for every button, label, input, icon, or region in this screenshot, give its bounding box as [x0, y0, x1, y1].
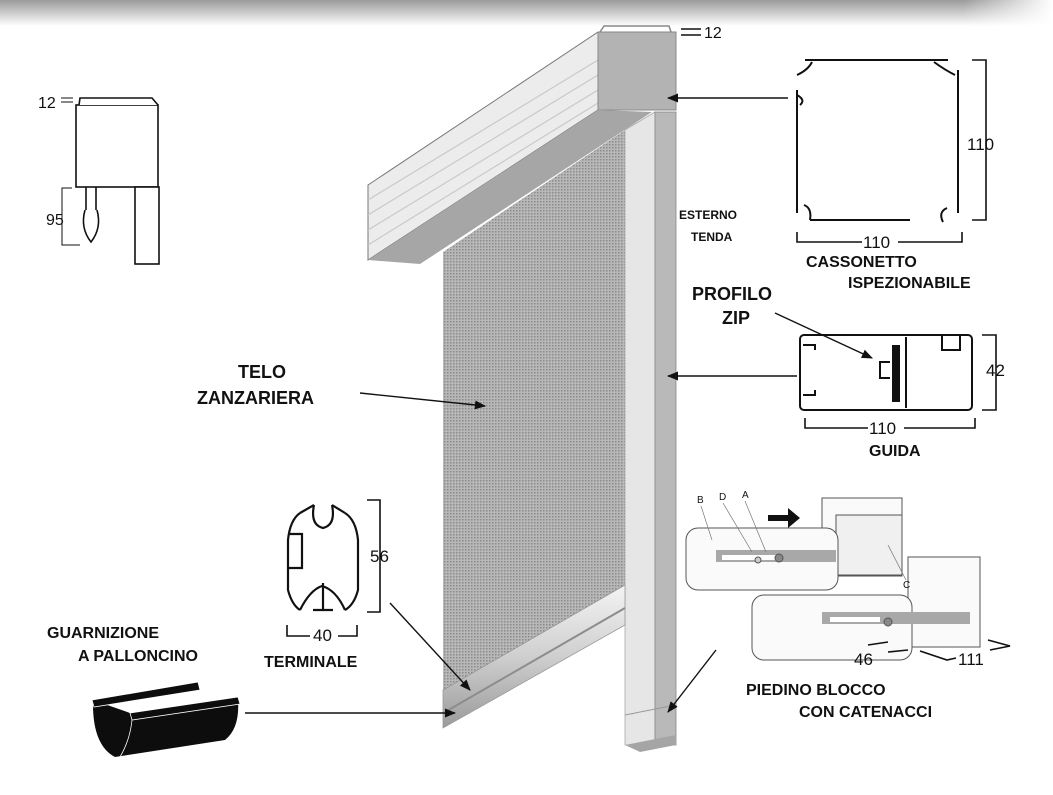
side-dim-95-label: 95: [46, 212, 64, 229]
top-shadow-band: [0, 0, 1053, 26]
piedino-dim-111: [919, 639, 1011, 661]
part-letter-b: B: [697, 495, 704, 506]
top-shadow-fade: [963, 0, 1053, 26]
terminale-dim-width: [286, 625, 358, 637]
profilo-arrow: [774, 312, 874, 359]
guarnizione-seal: [91, 681, 241, 758]
cassonetto-profile: [796, 59, 959, 223]
guida-dim-height: [982, 334, 997, 411]
guarnizione-label-line2: A PALLONCINO: [78, 648, 198, 665]
telo-label-line1: TELO: [238, 362, 286, 382]
terminale-width-label: 40: [313, 626, 332, 645]
esterno-label-line2: TENDA: [691, 230, 733, 244]
cassonetto-end-face: [597, 31, 677, 111]
terminale-label: TERMINALE: [264, 654, 358, 671]
guida-width-label: 110: [869, 419, 896, 438]
part-letter-a: A: [742, 490, 749, 501]
side-section-box: [75, 104, 159, 188]
piedino-dim-46: [867, 641, 909, 653]
guida-label: GUIDA: [869, 443, 921, 460]
guide-rail-foot: [625, 735, 676, 752]
terminale-arrow: [389, 602, 471, 691]
side-section-dim-95: [61, 187, 80, 246]
cassonetto-underside: [368, 110, 652, 264]
cassonetto-grooves: [367, 59, 599, 246]
cassonetto-height-label: 110: [967, 135, 994, 154]
side-section: [61, 97, 160, 265]
guarnizione-label-line1: GUARNIZIONE: [47, 625, 159, 642]
piedino-leader-lines: [700, 500, 907, 581]
cassonetto-dim-height: [972, 59, 987, 221]
side-section-rail: [134, 186, 160, 265]
box-top-dim-label: 12: [704, 25, 722, 42]
bottom-bar-groove: [444, 607, 626, 713]
main-assembly: [367, 25, 677, 752]
guida-profile: [799, 334, 973, 411]
piedino-label-line1: PIEDINO BLOCCO: [746, 682, 886, 699]
guide-rail-outer: [654, 111, 677, 746]
terminale-height-label: 56: [370, 547, 389, 566]
cassonetto-cap: [599, 25, 672, 33]
guida-height-label: 42: [986, 361, 1005, 380]
terminale-profile: [286, 504, 360, 612]
side-section-hook: [82, 187, 100, 244]
esterno-label-line1: ESTERNO: [679, 208, 737, 222]
piedino-dim-111-label: 111: [958, 650, 984, 669]
side-section-dim-12: [61, 97, 73, 103]
cassonetto-label-line1: CASSONETTO: [806, 254, 917, 271]
terminale-dim-height: [367, 499, 381, 613]
side-section-cap: [78, 97, 159, 106]
cassonetto-label-line2: ISPEZIONABILE: [848, 275, 971, 292]
piedino-arrow: [667, 649, 717, 713]
piedino-upper: [685, 497, 903, 591]
bottom-bar: [442, 584, 626, 729]
guide-rail-inner: [624, 111, 656, 746]
piedino-dim-46-label: 46: [854, 650, 873, 669]
cassonetto-dim-width: [796, 232, 963, 243]
telo-arrow: [359, 392, 487, 410]
box-top-dim-marks: [681, 28, 701, 36]
cassonetto-width-label: 110: [863, 233, 890, 252]
guida-dim-width: [804, 418, 976, 429]
piedino-push-arrow: [768, 508, 800, 528]
piedino-label-line2: CON CATENACCI: [799, 704, 932, 721]
profilo-label-line1: PROFILO: [692, 284, 772, 304]
side-dim-12-label: 12: [38, 95, 56, 112]
telo-label-line2: ZANZARIERA: [197, 388, 314, 408]
mesh-screen: [443, 130, 625, 700]
profilo-label-line2: ZIP: [722, 308, 750, 328]
part-letter-c: C: [903, 580, 910, 591]
part-letter-d: D: [719, 492, 726, 503]
